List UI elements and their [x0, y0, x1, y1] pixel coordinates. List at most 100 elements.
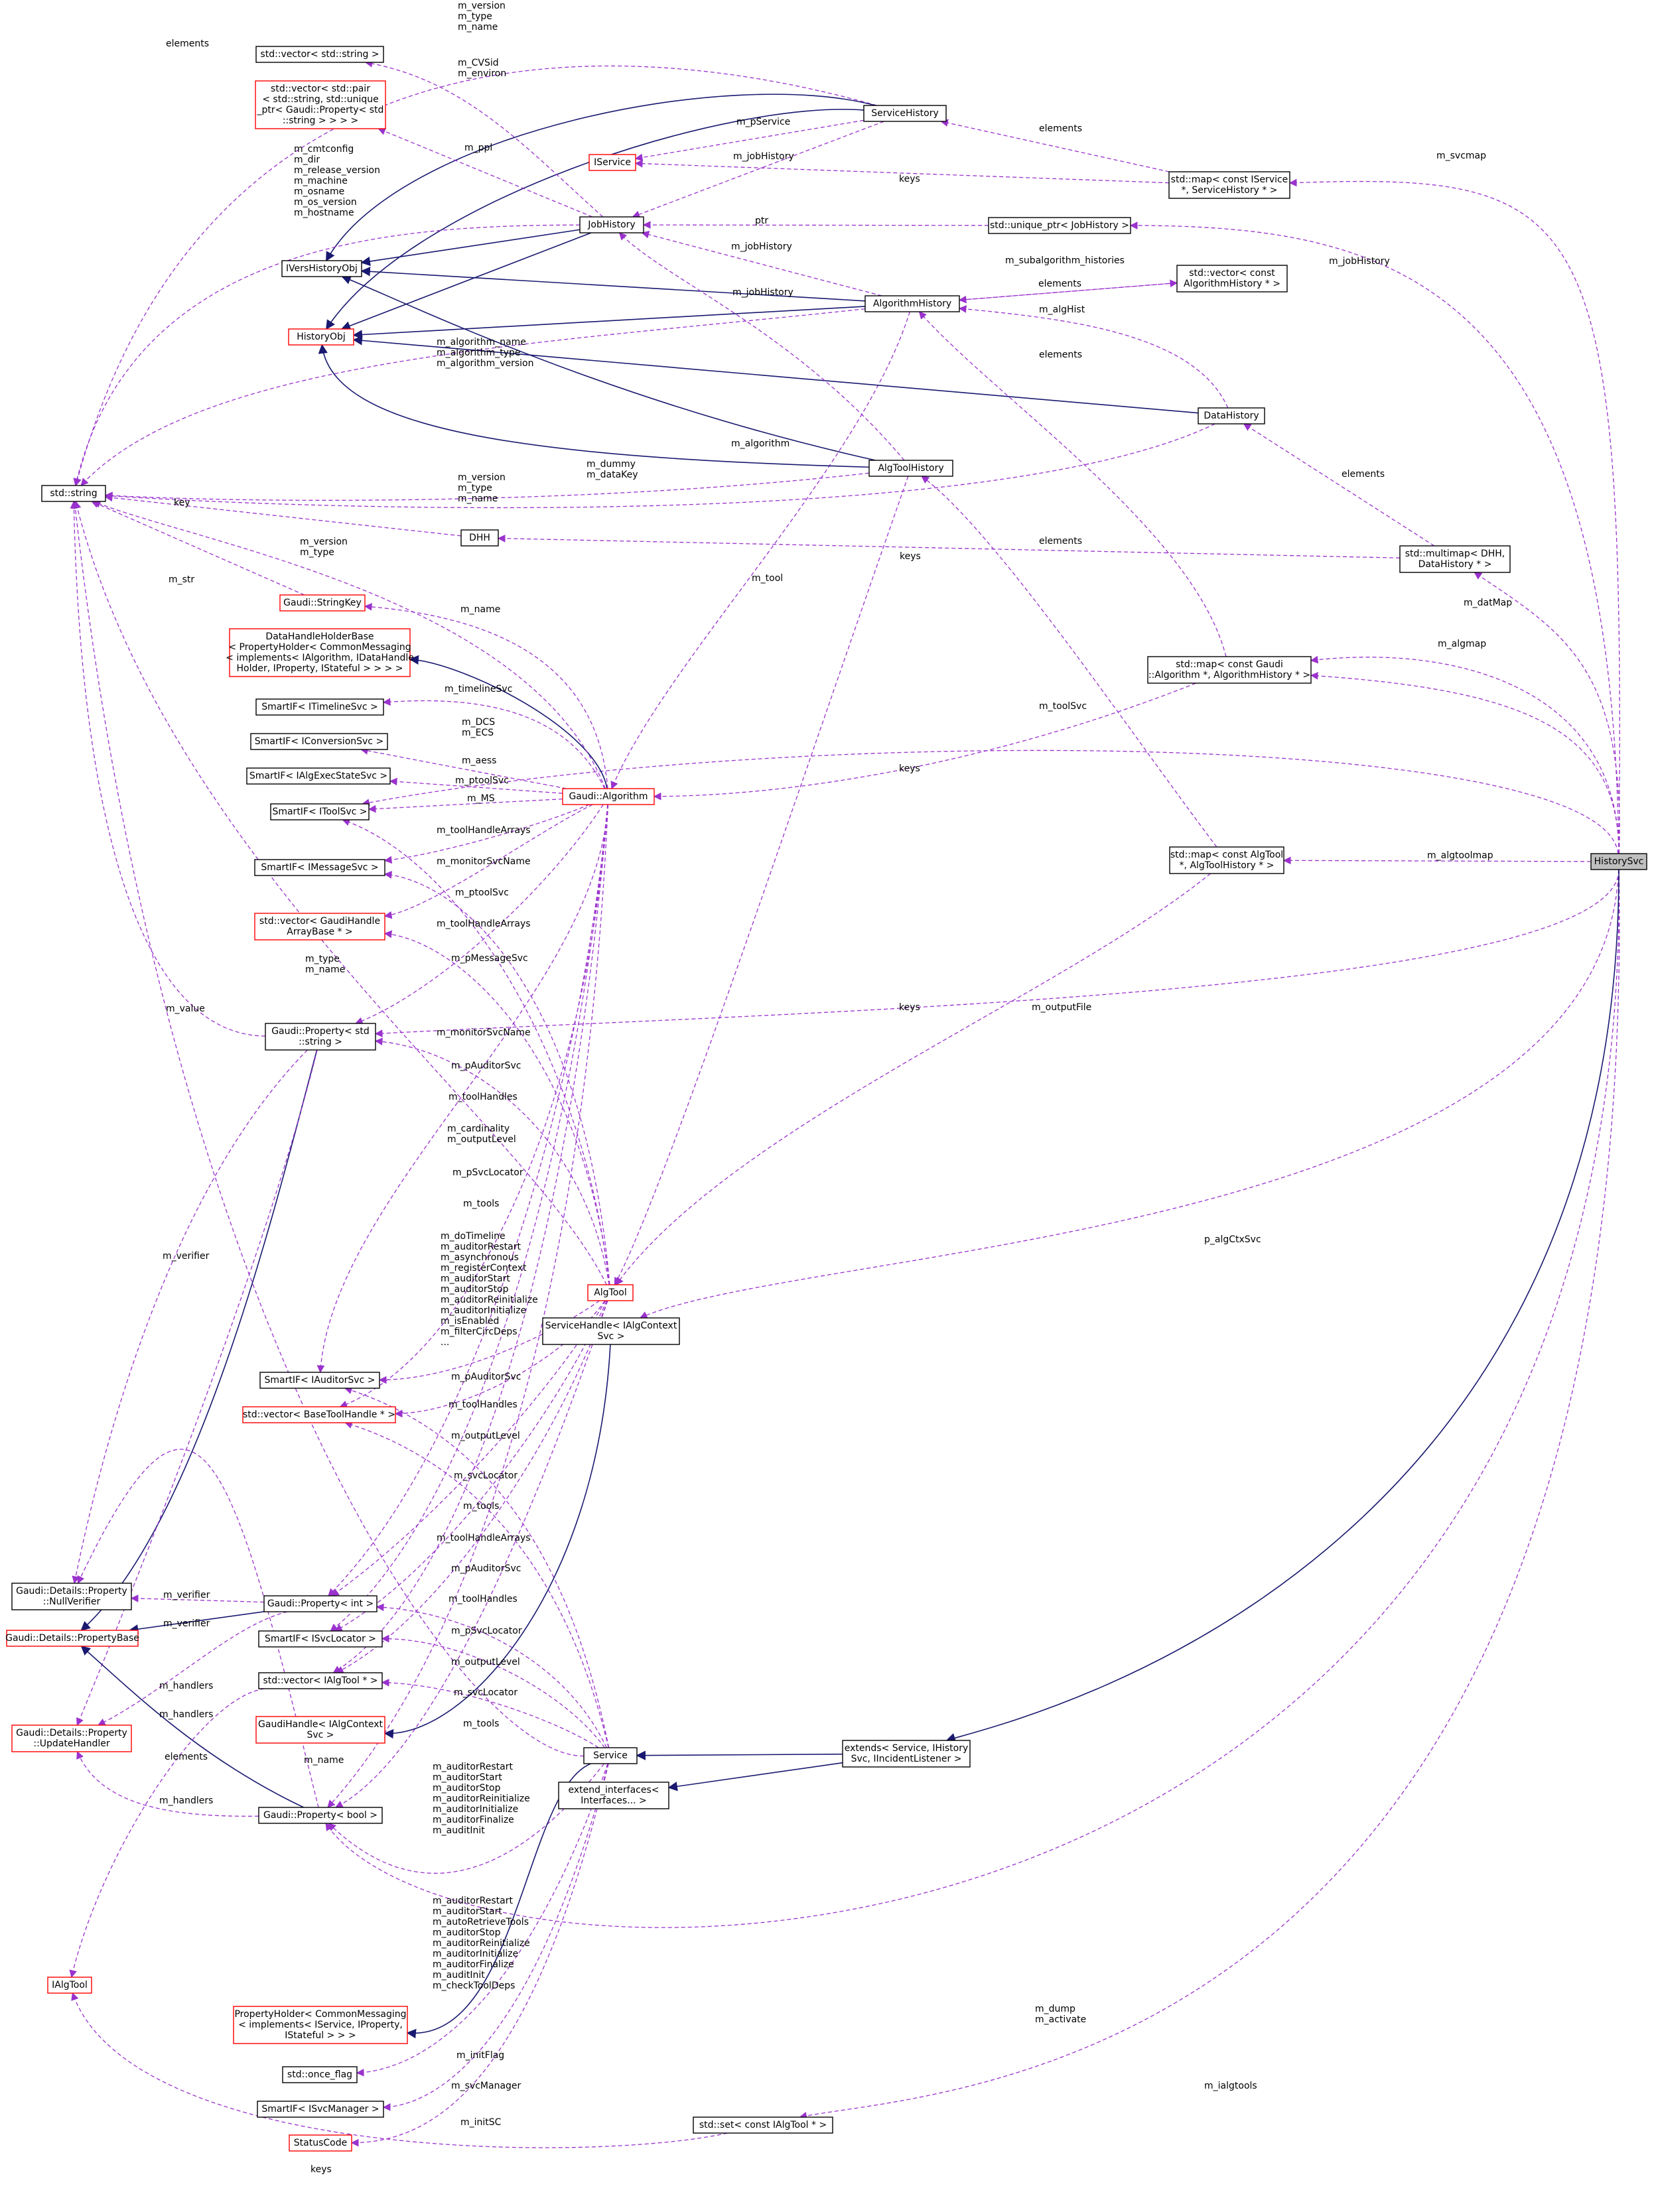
node-smartif-itimelinesvc[interactable]: SmartIF< ITimelineSvc > [255, 698, 384, 716]
node-box[interactable] [279, 594, 366, 612]
node-box[interactable] [1147, 656, 1312, 684]
node-box[interactable] [255, 46, 384, 63]
node-box[interactable] [255, 80, 386, 129]
node-updatehandler[interactable]: Gaudi::Details::Property::UpdateHandler [11, 1724, 132, 1752]
node-jobhistory[interactable]: JobHistory [579, 216, 644, 233]
node-box[interactable] [246, 767, 391, 785]
node-box[interactable] [587, 1284, 634, 1301]
node-box[interactable] [579, 216, 644, 233]
node-service[interactable]: Service [583, 1747, 638, 1764]
node-box[interactable] [258, 1672, 383, 1689]
node-box[interactable] [255, 1716, 385, 1744]
node-smartif-imessagesvc[interactable]: SmartIF< IMessageSvc > [254, 859, 385, 876]
node-smartif-iauditorsvc[interactable]: SmartIF< IAuditorSvc > [259, 1372, 380, 1389]
node-set-ialgtool[interactable]: std::set< const IAlgTool * > [693, 2116, 833, 2134]
node-historyobj[interactable]: HistoryObj [288, 328, 354, 346]
node-box[interactable] [259, 1372, 380, 1389]
node-datahandleholderbase[interactable]: DataHandleHolderBase< PropertyHolder< Co… [226, 628, 414, 677]
node-box[interactable] [41, 485, 106, 502]
node-gaudi-property-bool[interactable]: Gaudi::Property< bool > [258, 1807, 383, 1824]
node-box[interactable] [242, 1406, 396, 1423]
node-historysvc[interactable]: HistorySvc [1590, 853, 1647, 870]
node-box[interactable] [229, 628, 411, 677]
node-box[interactable] [281, 260, 362, 277]
node-box[interactable] [270, 803, 370, 820]
node-algtoolhistory[interactable]: AlgToolHistory [868, 460, 953, 477]
node-smartif-iconversionsvc[interactable]: SmartIF< IConversionSvc > [250, 733, 388, 750]
node-unique-ptr-jobhistory[interactable]: std::unique_ptr< JobHistory > [988, 217, 1131, 234]
node-vector-ialgtool[interactable]: std::vector< IAlgTool * > [258, 1672, 383, 1689]
node-box[interactable] [282, 2066, 358, 2083]
node-smartif-isvclocator[interactable]: SmartIF< ISvcLocator > [258, 1630, 383, 1648]
node-box[interactable] [1590, 853, 1647, 870]
node-algtool[interactable]: AlgTool [587, 1284, 634, 1301]
node-map-iservice[interactable]: std::map< const IService*, ServiceHistor… [1168, 171, 1290, 199]
node-vector-basetoolhandle[interactable]: std::vector< BaseToolHandle * > [242, 1406, 396, 1423]
node-box[interactable] [868, 460, 953, 477]
node-ivershistoryobj[interactable]: IVersHistoryObj [281, 260, 362, 277]
node-smartif-isvcmanager[interactable]: SmartIF< ISvcManager > [257, 2101, 384, 2118]
node-dhh[interactable]: DHH [460, 529, 499, 547]
node-box[interactable] [1168, 171, 1290, 199]
node-box[interactable] [255, 698, 384, 716]
node-algorithmhistory[interactable]: AlgorithmHistory [864, 295, 960, 312]
node-multimap-dhh[interactable]: std::multimap< DHH,DataHistory * > [1399, 545, 1511, 573]
node-box[interactable] [289, 2134, 352, 2152]
node-box[interactable] [863, 105, 947, 122]
node-servicehistory[interactable]: ServiceHistory [863, 105, 947, 122]
node-box[interactable] [988, 217, 1131, 234]
node-gaudi-algorithm[interactable]: Gaudi::Algorithm [562, 788, 655, 805]
node-box[interactable] [1198, 407, 1265, 424]
node-box[interactable] [11, 1583, 132, 1610]
node-box[interactable] [693, 2116, 833, 2134]
node-gaudi-property-int[interactable]: Gaudi::Property< int > [263, 1595, 378, 1612]
node-box[interactable] [258, 1807, 383, 1824]
node-iservice[interactable]: IService [588, 154, 636, 171]
node-box[interactable] [257, 2101, 384, 2118]
node-box[interactable] [842, 1740, 971, 1768]
node-box[interactable] [542, 1317, 680, 1345]
node-box[interactable] [265, 1023, 376, 1051]
node-box[interactable] [288, 328, 354, 346]
node-map-algtool[interactable]: std::map< const AlgTool*, AlgToolHistory… [1169, 846, 1284, 874]
node-gaudi-property-string[interactable]: Gaudi::Property< std::string > [265, 1023, 376, 1051]
node-extend-interfaces[interactable]: extend_interfaces<Interfaces... > [558, 1782, 669, 1809]
node-box[interactable] [460, 529, 499, 547]
node-std-string[interactable]: std::string [41, 485, 106, 502]
node-nullverifier[interactable]: Gaudi::Details::Property::NullVerifier [11, 1583, 132, 1610]
node-box[interactable] [263, 1595, 378, 1612]
node-propertybase[interactable]: Gaudi::Details::PropertyBase [5, 1630, 139, 1647]
node-box[interactable] [864, 295, 960, 312]
node-std-once-flag[interactable]: std::once_flag [282, 2066, 358, 2083]
node-gaudi-stringkey[interactable]: Gaudi::StringKey [279, 594, 366, 612]
node-box[interactable] [1169, 846, 1284, 874]
node-box[interactable] [1399, 545, 1511, 573]
node-propertyholder-service[interactable]: PropertyHolder< CommonMessaging< impleme… [233, 2006, 408, 2044]
node-std-vector-pair[interactable]: std::vector< std::pair< std::string, std… [255, 80, 386, 129]
node-box[interactable] [588, 154, 636, 171]
node-box[interactable] [250, 733, 388, 750]
node-datahistory[interactable]: DataHistory [1198, 407, 1265, 424]
node-box[interactable] [6, 1630, 139, 1647]
node-ialgtool[interactable]: IAlgTool [47, 1977, 92, 1994]
node-smartif-itoolsvc[interactable]: SmartIF< IToolSvc > [270, 803, 370, 820]
node-box[interactable] [258, 1630, 383, 1648]
node-box[interactable] [254, 859, 385, 876]
node-box[interactable] [562, 788, 655, 805]
node-map-algorithm[interactable]: std::map< const Gaudi::Algorithm *, Algo… [1147, 656, 1312, 684]
node-smartif-ialgexecstatesvc[interactable]: SmartIF< IAlgExecStateSvc > [246, 767, 391, 785]
node-box[interactable] [583, 1747, 638, 1764]
node-std-vector-string[interactable]: std::vector< std::string > [255, 46, 384, 63]
node-box[interactable] [254, 913, 385, 941]
node-statuscode[interactable]: StatusCode [289, 2134, 352, 2152]
node-box[interactable] [558, 1782, 669, 1809]
node-box[interactable] [233, 2006, 408, 2044]
node-box[interactable] [1176, 265, 1288, 293]
node-box[interactable] [11, 1724, 132, 1752]
node-box[interactable] [47, 1977, 92, 1994]
